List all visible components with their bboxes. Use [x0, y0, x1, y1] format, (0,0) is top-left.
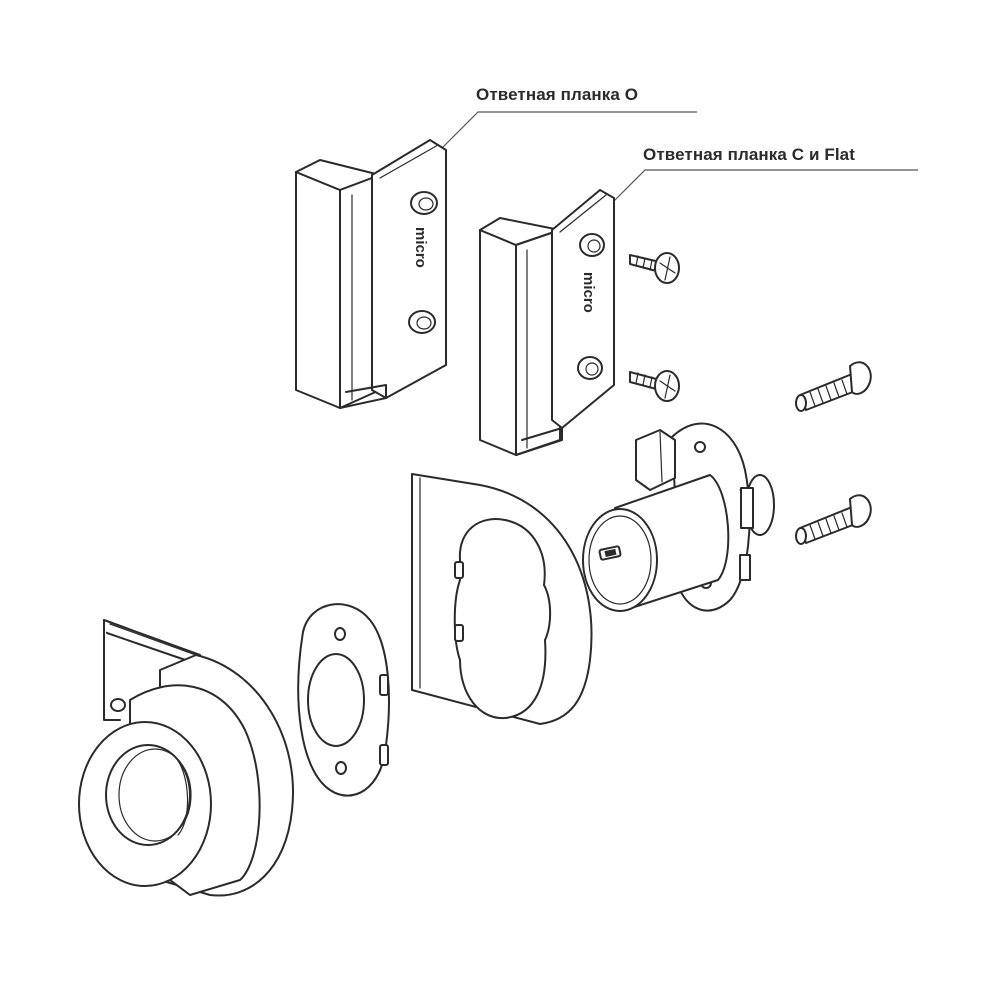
- strike-plate-c-flat: micro: [479, 189, 615, 456]
- escutcheon-plate: [411, 473, 593, 725]
- long-screw-bottom: [795, 494, 872, 545]
- small-screw-bottom: [629, 370, 680, 402]
- leader-line-strike-c-flat: [604, 169, 918, 211]
- brand-logo-strike-o: micro: [412, 227, 429, 268]
- leader-line-strike-o: [439, 111, 697, 151]
- lock-cylinder: [582, 422, 775, 612]
- label-strike-plate-c-flat: Ответная планка C и Flat: [643, 145, 855, 164]
- spacer-plate: [297, 603, 390, 797]
- label-strike-plate-o: Ответная планка O: [476, 85, 639, 104]
- long-screw-top: [795, 361, 872, 412]
- small-screw-top: [629, 252, 680, 284]
- strike-plate-o: micro: [295, 139, 447, 409]
- brand-logo-strike-c-flat: micro: [580, 272, 597, 313]
- rosette: [78, 619, 294, 897]
